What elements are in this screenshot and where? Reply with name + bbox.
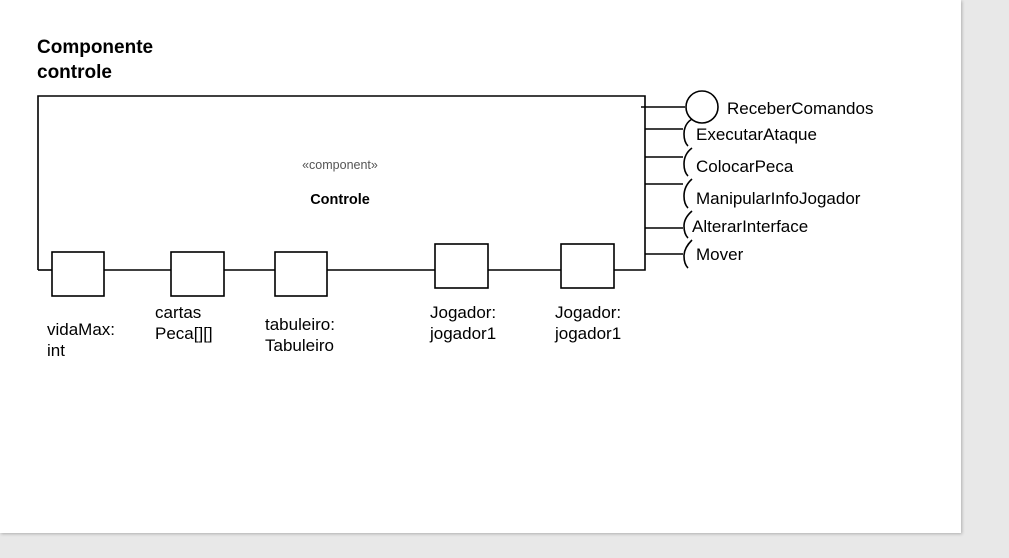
component-diagram xyxy=(37,90,719,297)
port-box xyxy=(274,251,328,297)
required-interface-label: Mover xyxy=(696,245,744,264)
port-label: vidaMax: int xyxy=(47,320,116,360)
port-label: Jogador: jogador1 xyxy=(555,303,622,343)
required-interface-socket xyxy=(683,118,693,147)
component-stereotype: «component» xyxy=(302,158,378,172)
diagram-title-line1: Componente xyxy=(37,37,154,58)
component-box xyxy=(37,95,646,271)
required-interface-socket xyxy=(683,147,693,177)
component-name: Controle xyxy=(310,192,370,208)
provided-interface-ball xyxy=(685,90,719,124)
required-interface-label: ManipularInfoJogador xyxy=(696,189,861,208)
required-interface-label: ExecutarAtaque xyxy=(696,125,817,144)
required-interface-socket xyxy=(683,239,693,269)
port-label: cartas Peca[][] xyxy=(155,303,213,343)
required-interface-label: ColocarPeca xyxy=(696,157,794,176)
document-page: Componente controle xyxy=(0,0,961,533)
required-interface-socket xyxy=(683,210,693,239)
port-box xyxy=(51,251,105,297)
port-box xyxy=(434,243,489,289)
diagram-title: Componente controle xyxy=(37,35,153,85)
diagram-title-line2: controle xyxy=(37,62,112,83)
port-box xyxy=(560,243,615,289)
required-interface-socket xyxy=(683,178,693,209)
port-label: Jogador: jogador1 xyxy=(430,303,497,343)
port-box xyxy=(170,251,225,297)
provided-interface-label: ReceberComandos xyxy=(727,99,874,118)
port-label: tabuleiro: Tabuleiro xyxy=(265,315,335,355)
required-interface-label: AlterarInterface xyxy=(692,217,809,236)
